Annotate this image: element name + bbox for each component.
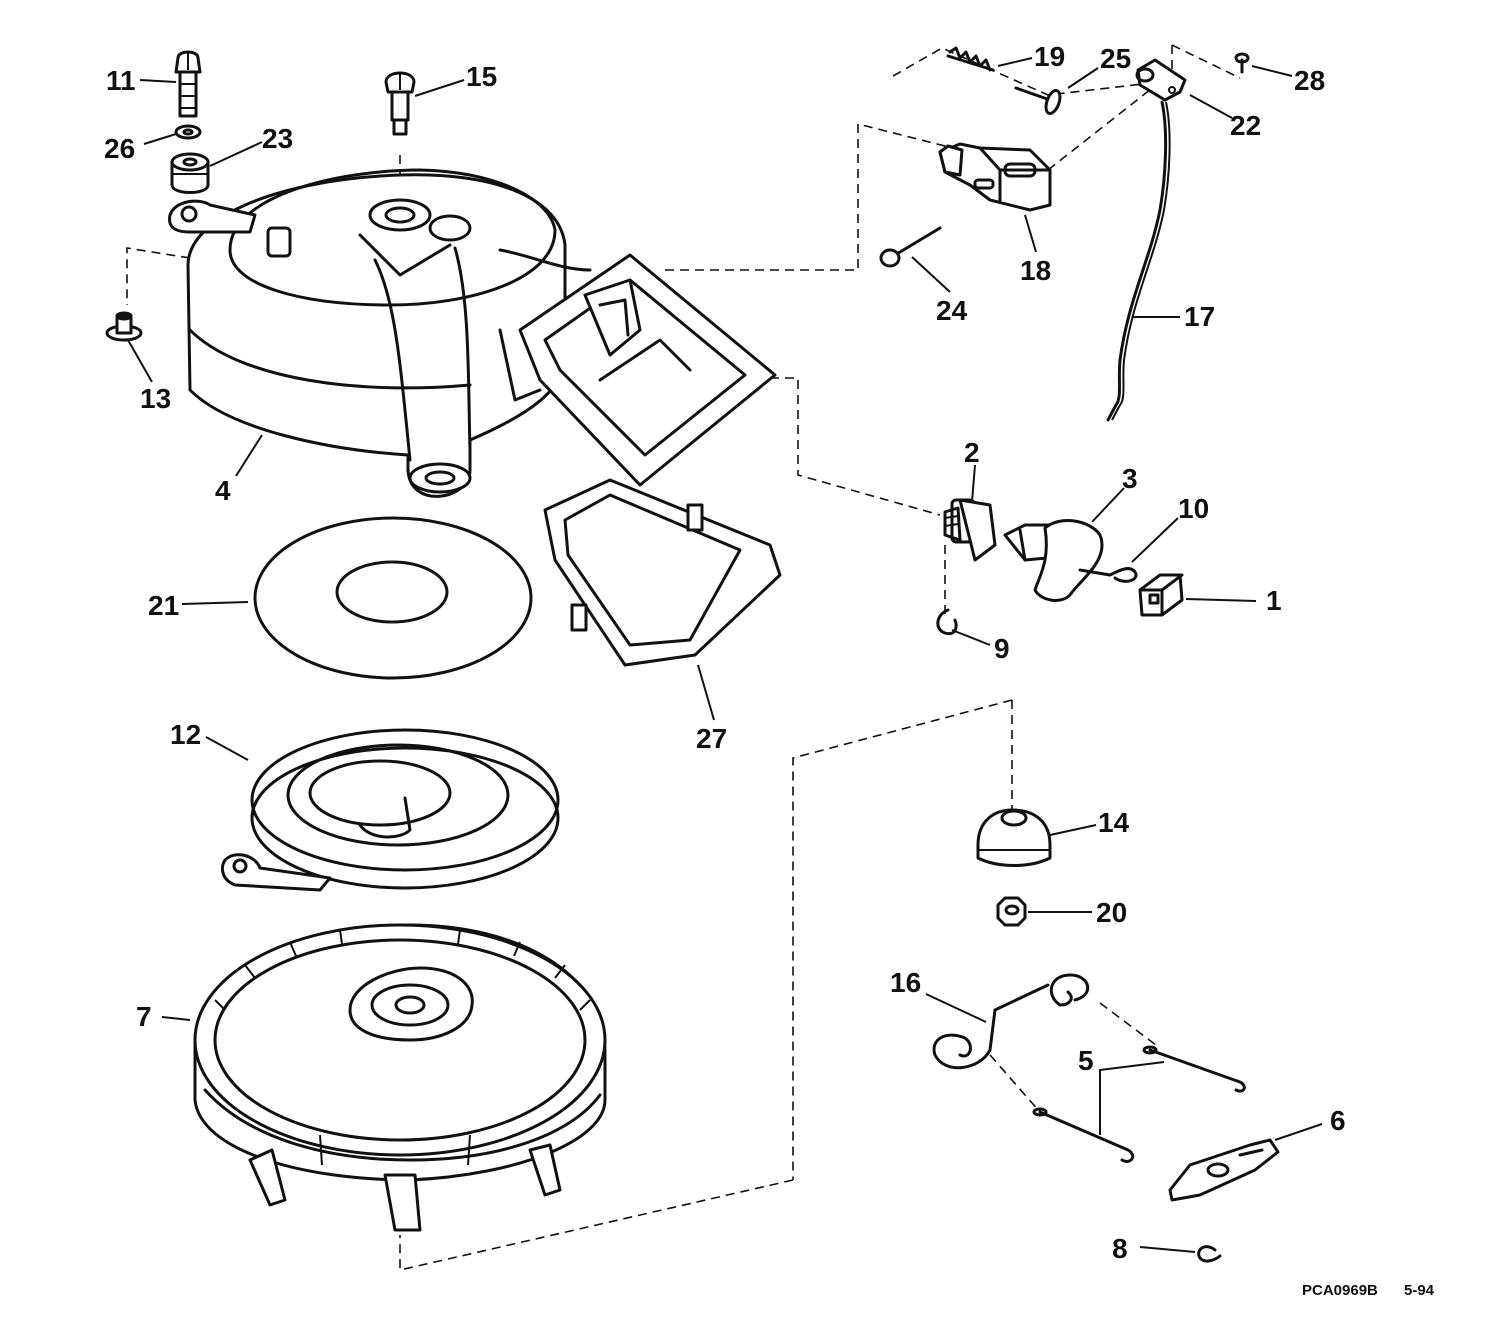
callout-5: 5 [1078,1045,1094,1076]
part-12-rewind-spring [221,728,560,892]
callout-8: 8 [1112,1233,1128,1264]
part-14-plug [976,808,1052,867]
callout-18: 18 [1020,255,1051,286]
figure-code: PCA0969B [1302,1282,1378,1299]
callout-10: 10 [1178,493,1209,524]
leader-lines [127,57,1323,1253]
callout-7: 7 [136,1001,152,1032]
callout-22: 22 [1230,110,1261,141]
assembly-dashed-lines [126,44,1241,1272]
part-5-links [1032,1045,1246,1163]
part-25-pin [1014,86,1062,115]
callout-19: 19 [1034,41,1065,72]
part-3-handle [1003,519,1104,602]
pulley-rim-ribs [214,929,591,1166]
part-23-grommet [170,152,210,194]
callout-14: 14 [1098,807,1130,838]
callout-16: 16 [890,967,921,998]
part-8-clip [1197,1245,1222,1263]
figure-caption: PCA0969B 5-94 [1302,1282,1435,1299]
callout-20: 20 [1096,897,1127,928]
part-18-lockout-slide [938,142,1052,212]
part-6-pawl [1168,1138,1280,1202]
part-20-nut [996,896,1027,927]
part-1-anchor [1138,573,1184,617]
part-16-spring-wire [932,973,1089,1070]
part-2-bushing [943,498,997,562]
callout-28: 28 [1294,65,1325,96]
part-9-clip [936,608,958,636]
part-27-rope-guide [518,253,782,667]
callout-11: 11 [106,65,136,96]
callout-23: 23 [262,123,293,154]
part-22-lever [1135,58,1187,102]
callout-1: 1 [1266,585,1282,616]
callout-21: 21 [148,590,179,621]
part-13-rivet [105,311,143,342]
part-19-spring [946,46,995,72]
part-11-screw [174,50,202,118]
part-26-washer [174,124,202,140]
part-7-pulley [193,923,607,1232]
callout-15: 15 [466,61,497,92]
callout-27: 27 [696,723,727,754]
callout-17: 17 [1184,301,1215,332]
part-15-shoulder-bolt [384,71,416,136]
callout-9: 9 [994,633,1010,664]
figure-date: 5-94 [1404,1282,1435,1299]
part-24-pin [879,226,942,268]
part-28-screw [1234,52,1250,74]
part-4-starter-housing [168,168,592,498]
callout-12: 12 [170,719,201,750]
callout-24: 24 [936,295,968,326]
part-10-rope-knot [1078,567,1138,583]
callout-13: 13 [140,383,171,414]
callout-4: 4 [215,475,231,506]
part-21-friction-plate [253,516,533,680]
callout-26: 26 [104,133,135,164]
callout-3: 3 [1122,463,1138,494]
part-17-link-rod [1106,100,1171,422]
callout-25: 25 [1100,43,1131,74]
callout-6: 6 [1330,1105,1346,1136]
callout-labels: 11 26 23 15 13 4 21 12 7 27 19 25 28 22 … [104,41,1346,1264]
callout-2: 2 [964,437,980,468]
